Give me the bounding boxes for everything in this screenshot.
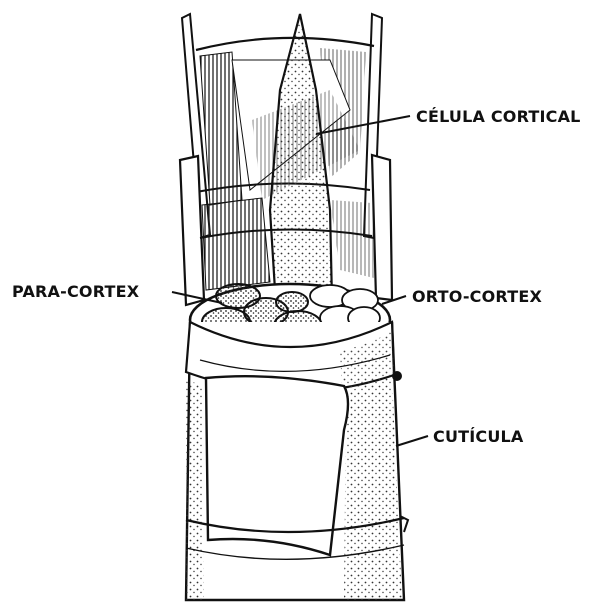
label-orto-cortex: ORTO-CORTEX <box>412 287 542 306</box>
label-celula-cortical: CÉLULA CORTICAL <box>416 107 581 126</box>
label-para-cortex: PARA-CORTEX <box>12 282 140 301</box>
cuticle-body <box>186 322 408 600</box>
label-cuticula: CUTÍCULA <box>433 427 524 446</box>
leader-cuticula <box>396 436 428 446</box>
